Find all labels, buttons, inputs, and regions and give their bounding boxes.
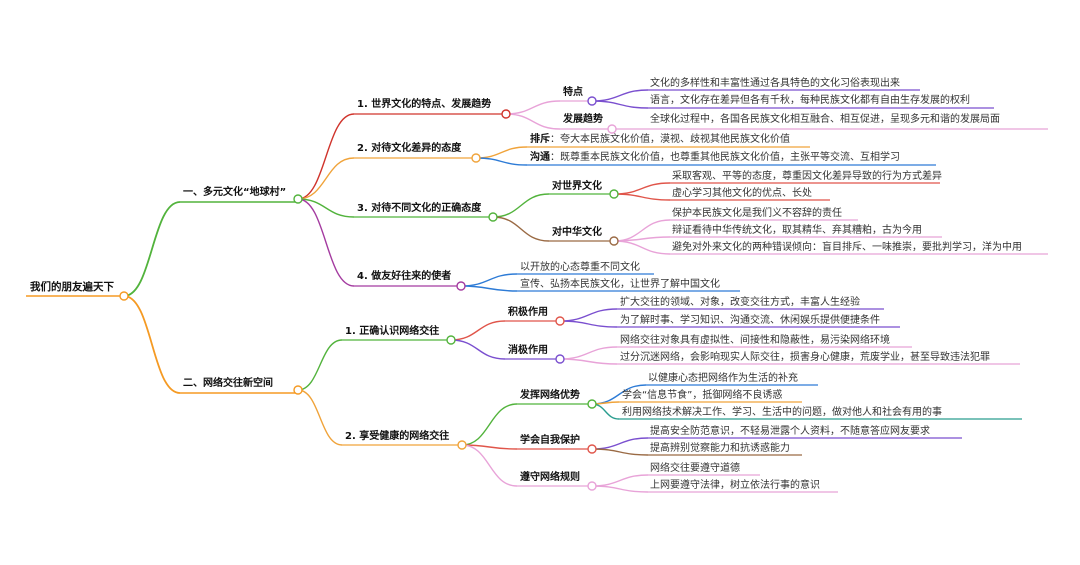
b1-s3-a-node-dot <box>609 189 619 199</box>
root-node-dot <box>119 291 129 301</box>
b1-s3-b-node-dot <box>609 236 619 246</box>
b2-s2-b-item-connector <box>591 448 649 456</box>
b2-s1-a-node-dot <box>555 316 565 326</box>
b1-s2-b-row: 沟通：既尊重本民族文化价值，也尊重其他民族文化价值，主张平等交流、互相学习 <box>530 151 900 165</box>
b2-s1-b-item: 网络交往对象具有虚拟性、间接性和隐蔽性，易污染网络环境 <box>620 335 890 346</box>
b2-s1-b-node-dot <box>555 354 565 364</box>
b1-s1-node-dot <box>501 109 511 119</box>
b1-s3-a-item: 虚心学习其他文化的优点、长处 <box>672 188 812 199</box>
root-to-branch2-connector <box>123 295 181 394</box>
b1-s2-b-text: ：既尊重本民族文化价值，也尊重其他民族文化价值，主张平等交流、互相学习 <box>550 152 900 163</box>
b2-s1-label: 1. 正确认识网络交往 <box>345 326 440 337</box>
b1-s2-a-text: ：夸大本民族文化价值，漠视、歧视其他民族文化价值 <box>550 134 790 145</box>
b2-s1-b-item: 过分沉迷网络，会影响现实人际交往，损害身心健康，荒废学业，甚至导致违法犯罪 <box>620 352 990 363</box>
branch2-node-dot <box>293 385 303 395</box>
b1-to-s4-connector <box>297 198 355 287</box>
b1-s2-label: 2. 对待文化差异的态度 <box>357 143 462 154</box>
b1-s1-to-a-connector <box>505 100 561 115</box>
b1-s1-b-label: 发展趋势 <box>563 114 603 125</box>
b2-s2-b-item: 提高辨别觉察能力和抗诱惑能力 <box>650 443 790 454</box>
b2-to-s1-connector <box>297 339 343 391</box>
b2-s2-a-item: 利用网络技术解决工作、学习、生活中的问题，做对他人和社会有用的事 <box>622 407 942 418</box>
b2-s1-to-b-connector <box>450 339 506 360</box>
b1-s1-a-label: 特点 <box>563 87 583 98</box>
b2-s1-a-item: 扩大交往的领域、对象，改变交往方式，丰富人生经验 <box>620 297 860 308</box>
b2-s2-c-item: 网络交往要遵守道德 <box>650 463 740 474</box>
b1-s2-b-label: 沟通 <box>530 152 550 163</box>
branch2-label: 二、网络交往新空间 <box>183 378 273 389</box>
b2-to-s2-connector <box>297 389 343 446</box>
b2-s2-a-node-dot <box>587 399 597 409</box>
b1-s1-a-item-connector <box>591 100 649 109</box>
b1-s3-a-label: 对世界文化 <box>552 181 602 192</box>
b1-s3-b-item: 辩证看待中华传统文化，取其精华、弃其糟粕，古为今用 <box>672 225 922 236</box>
b2-s2-b-item: 提高安全防范意识，不轻易泄露个人资料，不随意答应网友要求 <box>650 426 930 437</box>
b2-s2-node-dot <box>457 440 467 450</box>
branch1-label: 一、多元文化“地球村” <box>183 187 287 198</box>
b2-s1-to-a-connector <box>450 320 506 341</box>
b1-s4-label: 4. 做友好往来的使者 <box>357 271 452 282</box>
b1-s2-to-b-connector <box>475 157 528 166</box>
b1-to-s2-connector <box>297 157 355 200</box>
b2-s2-a-label: 发挥网络优势 <box>520 390 580 401</box>
b2-s2-c-item-connector <box>591 474 649 487</box>
b2-s1-b-label: 消极作用 <box>508 345 548 356</box>
b2-s1-node-dot <box>446 335 456 345</box>
b1-s3-a-item-connector <box>613 182 671 195</box>
b2-s2-to-c-connector <box>461 444 518 487</box>
b1-s4-item: 以开放的心态尊重不同文化 <box>520 262 640 273</box>
b1-s3-a-item: 采取客观、平等的态度，尊重因文化差异导致的行为方式差异 <box>672 171 942 182</box>
b2-s2-c-label: 遵守网络规则 <box>520 472 580 483</box>
b1-s4-item-connector <box>460 285 518 292</box>
b1-s4-item-connector <box>460 273 518 287</box>
b2-s1-a-item-connector <box>559 308 618 322</box>
b1-s1-a-item: 语言，文化存在差异但各有千秋，每种民族文化都有自由生存发展的权利 <box>650 95 970 106</box>
b1-to-s3-connector <box>297 198 355 218</box>
b2-s2-label: 2. 享受健康的网络交往 <box>345 431 450 442</box>
b2-s2-b-item-connector <box>591 437 649 450</box>
b2-s2-a-item: 以健康心态把网络作为生活的补充 <box>648 373 798 384</box>
b2-s2-c-item: 上网要遵守法律，树立依法行事的意识 <box>650 480 820 491</box>
b1-s2-a-label: 排斥 <box>530 134 550 145</box>
b1-s3-a-item-connector <box>613 193 671 201</box>
b2-s2-c-node-dot <box>587 481 597 491</box>
b2-s2-b-node-dot <box>587 444 597 454</box>
b1-s2-to-a-connector <box>475 146 528 159</box>
b1-s3-node-dot <box>488 212 498 222</box>
b1-s3-b-item: 避免对外来文化的两种错误倾向：盲目排斥、一味推崇，要批判学习，洋为中用 <box>672 242 1022 253</box>
b1-s1-a-item: 文化的多样性和丰富性通过各具特色的文化习俗表现出来 <box>650 78 900 89</box>
b1-s4-node-dot <box>456 281 466 291</box>
branch1-node-dot <box>293 194 303 204</box>
b2-s2-b-label: 学会自我保护 <box>520 435 580 446</box>
b1-s3-to-b-connector <box>492 216 550 242</box>
b1-s1-a-node-dot <box>587 96 597 106</box>
b1-s1-b-node-dot <box>607 124 617 134</box>
b1-s3-b-item: 保护本民族文化是我们义不容辞的责任 <box>672 208 842 219</box>
b1-s1-to-b-connector <box>505 113 561 130</box>
b2-s1-b-item-connector <box>559 358 618 365</box>
b2-s1-a-label: 积极作用 <box>508 307 548 318</box>
b1-s3-b-item-connector <box>613 236 671 242</box>
root-node-label: 我们的朋友遍天下 <box>30 281 114 293</box>
b2-s2-c-item-connector <box>591 485 649 493</box>
b1-s1-label: 1. 世界文化的特点、发展趋势 <box>357 99 492 110</box>
b2-s1-a-item-connector <box>559 320 618 328</box>
b2-s1-a-item: 为了解时事、学习知识、沟通交流、休闲娱乐提供便捷条件 <box>620 315 880 326</box>
b1-s1-a-item-connector <box>591 89 649 102</box>
b1-to-s1-connector <box>297 113 355 200</box>
b1-s3-b-item-connector <box>613 240 671 255</box>
root-to-branch1-connector <box>123 201 181 297</box>
b1-s4-item: 宣传、弘扬本民族文化，让世界了解中国文化 <box>520 279 720 290</box>
b1-s3-b-label: 对中华文化 <box>552 227 602 238</box>
b2-s2-to-a-connector <box>461 403 518 446</box>
b2-s1-b-item-connector <box>559 346 618 360</box>
b1-s2-node-dot <box>471 153 481 163</box>
b1-s1-b-text: 全球化过程中，各国各民族文化相互融合、相互促进，呈现多元和谐的发展局面 <box>650 114 1000 125</box>
b1-s3-label: 3. 对待不同文化的正确态度 <box>357 203 482 214</box>
b1-s3-to-a-connector <box>492 193 550 218</box>
b2-s2-a-item: 学会“信息节食”，抵御网络不良诱惑 <box>622 390 783 401</box>
b1-s2-a-row: 排斥：夸大本民族文化价值，漠视、歧视其他民族文化价值 <box>530 133 790 147</box>
